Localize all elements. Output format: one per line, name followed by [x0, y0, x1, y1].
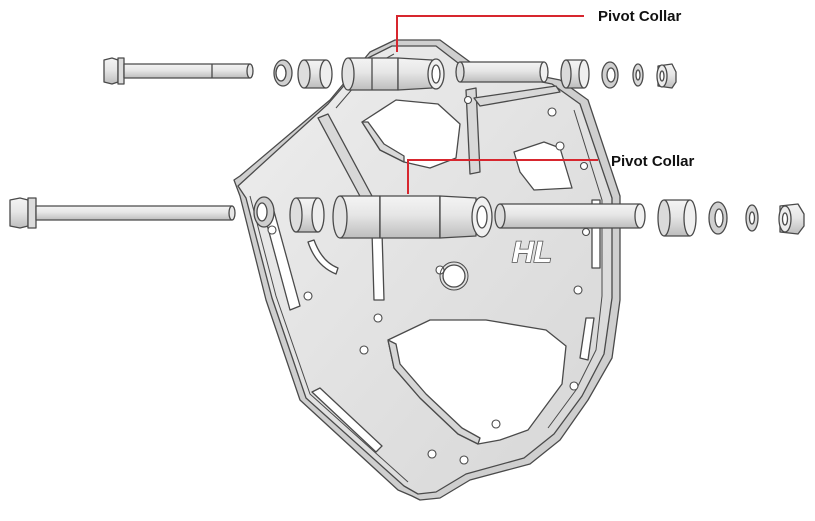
- upper-bushing-right: [601, 61, 619, 89]
- lower-bolt-tip: [228, 205, 236, 221]
- lower-spacer-left: [289, 197, 325, 233]
- upper-spacer-left: [297, 59, 333, 89]
- lower-bolt-flange: [27, 197, 37, 229]
- lower-bolt-shank: [35, 205, 233, 221]
- lower-bolt-head: [9, 197, 29, 229]
- upper-bolt-head: [103, 57, 119, 85]
- plate-center-bore: [442, 264, 466, 288]
- plate-cutout-upper-inner: [361, 121, 405, 163]
- callout-label-upper: Pivot Collar: [598, 8, 682, 25]
- plate-cutout-lower-rim: [387, 339, 481, 445]
- lower-end-cap: [778, 203, 805, 235]
- plate-rim-right: [547, 109, 603, 429]
- upper-pivot-assembly: [103, 57, 677, 91]
- lower-sleeve: [494, 203, 646, 229]
- plate-slot-small: [307, 239, 339, 275]
- plate-rib-right: [465, 87, 481, 175]
- plate-slot-center: [371, 231, 385, 301]
- mounting-plate: [233, 39, 621, 501]
- upper-bushing-left: [273, 59, 293, 87]
- callout-label-lower: Pivot Collar: [611, 153, 695, 170]
- upper-bolt-shank: [123, 63, 251, 79]
- upper-bolt: [103, 57, 254, 85]
- plate-rim-left: [249, 195, 409, 483]
- plate-center-bore-rim: [439, 261, 469, 291]
- lower-bolt: [9, 197, 236, 229]
- lower-pivot-collar: [332, 195, 493, 239]
- upper-washer: [632, 63, 644, 87]
- lower-bushing-left: [253, 196, 275, 228]
- upper-pivot-collar: [341, 57, 445, 91]
- upper-bolt-tip: [246, 63, 254, 79]
- plate-holes: [267, 95, 591, 465]
- callout-leader-upper: [396, 15, 584, 52]
- lower-bushing-right: [708, 201, 728, 235]
- plate-cutout-upper-right: [513, 141, 573, 191]
- plate-slot-right-lower: [579, 317, 595, 361]
- upper-spacer-right: [560, 59, 590, 89]
- lower-pivot-assembly: [9, 195, 805, 239]
- plate-logo: HL: [512, 236, 552, 269]
- plate-slot-lower-left: [311, 387, 383, 453]
- upper-bolt-flange: [117, 57, 125, 85]
- lower-spacer-right: [657, 199, 697, 237]
- plate-rib-right-diag: [473, 85, 561, 107]
- callout-leader-lower: [407, 159, 598, 194]
- upper-sleeve: [455, 61, 549, 83]
- lower-washer: [745, 204, 759, 232]
- upper-end-cap: [656, 63, 677, 89]
